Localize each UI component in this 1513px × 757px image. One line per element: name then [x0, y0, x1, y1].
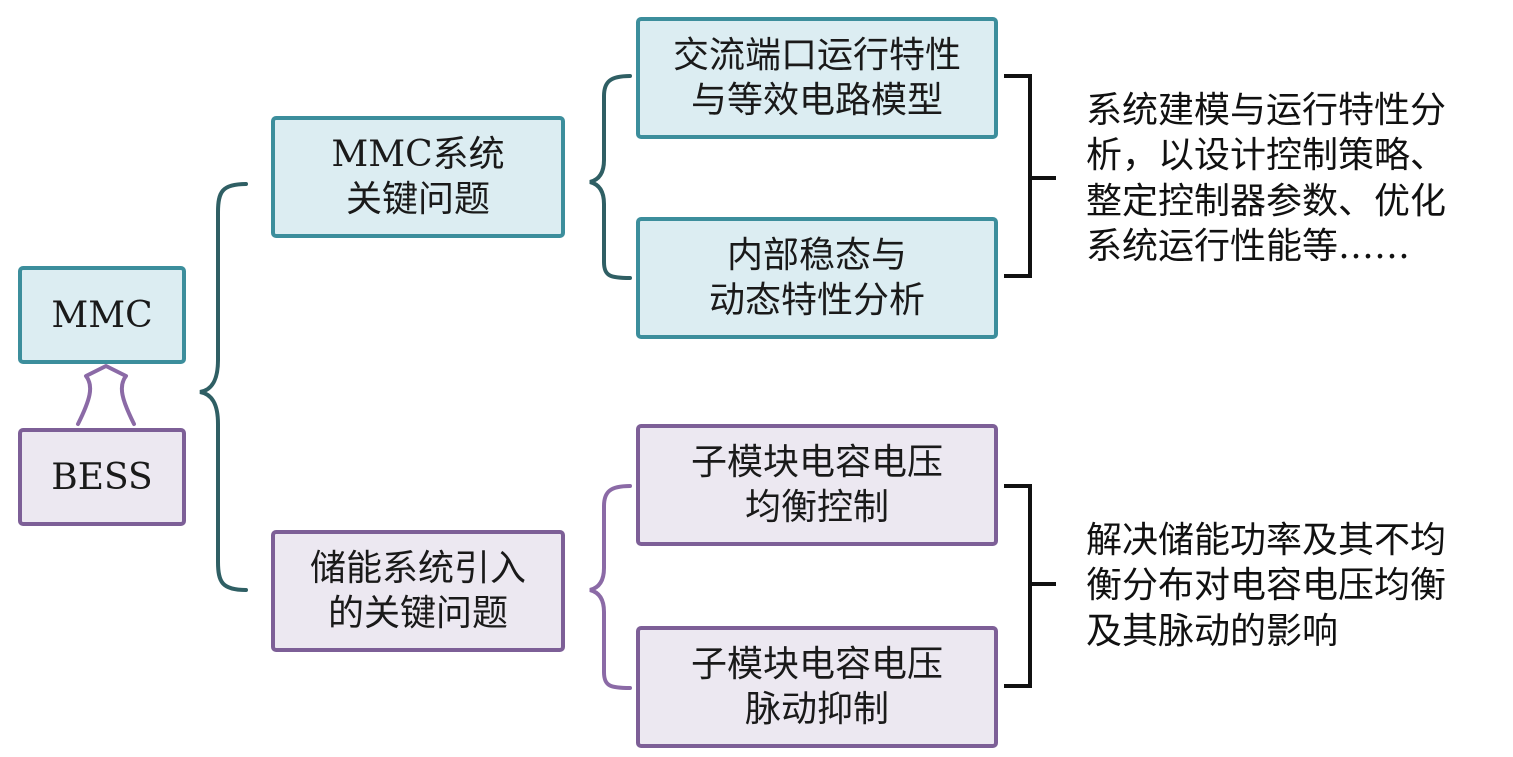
branch-box-mmc-key-issues: MMC系统 关键问题: [271, 116, 565, 238]
lower-note-bracket: [1004, 484, 1056, 688]
leaf-label-line: 子模块电容电压: [690, 442, 943, 483]
note-line: 析，以设计控制策略、: [1086, 135, 1447, 177]
leaf-box-ac-port: 交流端口运行特性 与等效电路模型: [636, 17, 998, 139]
note-line: 整定控制器参数、优化: [1086, 180, 1447, 222]
branch-box-storage-key-issues: 储能系统引入 的关键问题: [271, 530, 565, 652]
leaf-label-line: 内部稳态与: [726, 235, 907, 276]
root-brace: [199, 182, 248, 592]
note-line: 系统运行性能等……: [1086, 226, 1411, 268]
leaf-label-line: 子模块电容电压: [690, 644, 943, 685]
bess-box: BESS: [18, 428, 186, 526]
leaf-box-voltage-balance: 子模块电容电压 均衡控制: [636, 424, 998, 546]
leaf-label-line: 与等效电路模型: [690, 80, 943, 121]
note-line: 及其脉动的影响: [1086, 610, 1339, 652]
leaf-box-ripple-suppression: 子模块电容电压 脉动抑制: [636, 626, 998, 748]
leaf-label-line: 动态特性分析: [708, 280, 925, 321]
branch-label-line: 的关键问题: [327, 593, 508, 634]
lower-note: 解决储能功率及其不均 衡分布对电容电压均衡 及其脉动的影响: [1086, 518, 1446, 654]
branch-label-line: 关键问题: [345, 179, 490, 220]
mmc-label: MMC: [51, 294, 153, 336]
mmc-box: MMC: [18, 266, 186, 364]
note-line: 系统建模与运行特性分: [1086, 90, 1447, 131]
leaf-label-line: 交流端口运行特性: [672, 35, 961, 76]
leaf-box-internal-dynamics: 内部稳态与 动态特性分析: [636, 217, 998, 339]
note-line: 衡分布对电容电压均衡: [1086, 565, 1447, 607]
leaf-label-line: 脉动抑制: [744, 689, 889, 730]
upper-note-bracket: [1004, 74, 1056, 278]
upper-branch-brace: [589, 74, 632, 280]
upper-note: 系统建模与运行特性分 析，以设计控制策略、 整定控制器参数、优化 系统运行性能等…: [1086, 88, 1446, 269]
bess-to-mmc-arrow: [76, 364, 136, 426]
bess-label: BESS: [51, 456, 153, 498]
leaf-label-line: 均衡控制: [744, 487, 889, 528]
note-line: 解决储能功率及其不均: [1086, 520, 1447, 561]
branch-label-line: MMC系统: [331, 134, 505, 175]
lower-branch-brace: [589, 484, 632, 690]
branch-label-line: 储能系统引入: [309, 548, 526, 589]
